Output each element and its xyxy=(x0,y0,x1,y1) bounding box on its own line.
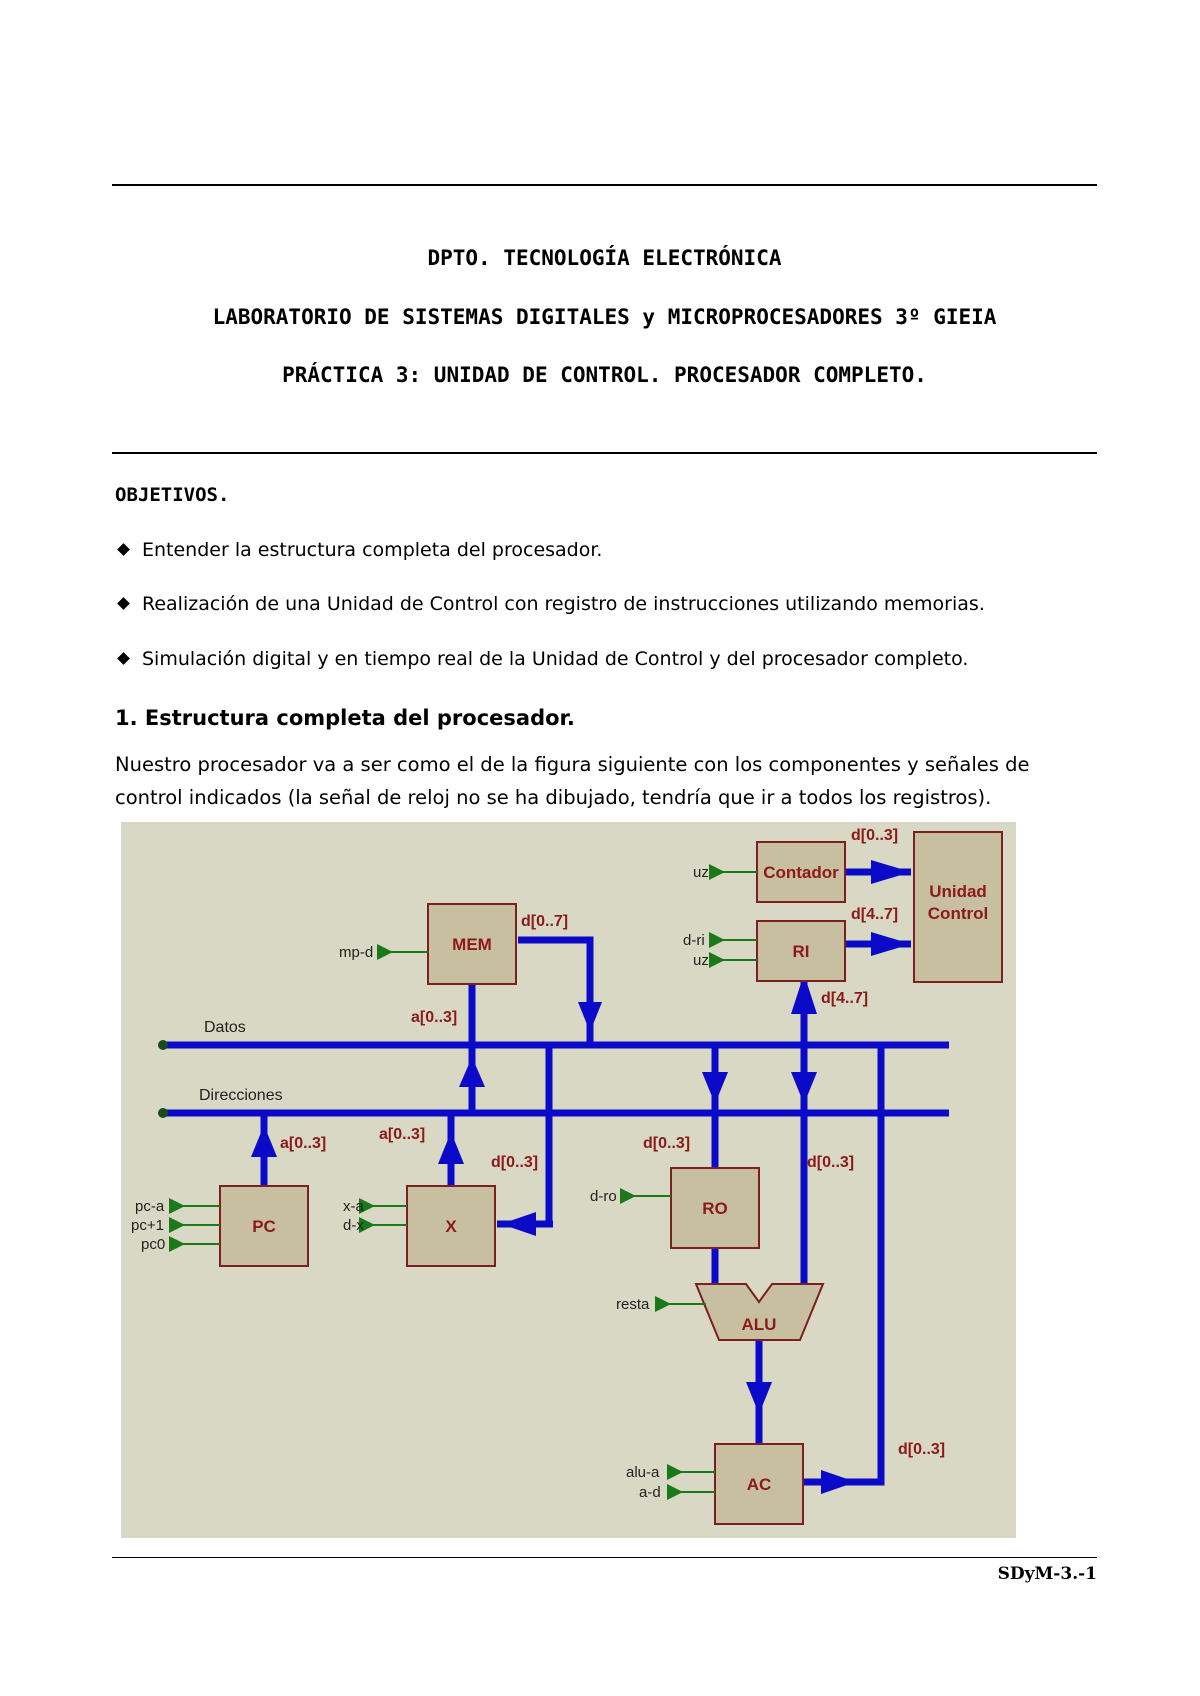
pc-label: PC xyxy=(252,1217,276,1236)
signal-resta: resta xyxy=(616,1296,650,1313)
ro-block xyxy=(670,1167,760,1249)
signal-d-ro: d-ro xyxy=(590,1188,617,1205)
objective-text: Realización de una Unidad de Control con… xyxy=(142,593,985,615)
objectives-title: OBJETIVOS. xyxy=(115,484,230,506)
ac-block xyxy=(714,1443,804,1525)
ro-label: RO xyxy=(702,1199,728,1218)
mem-address-arrow xyxy=(459,1057,485,1087)
x-output-arrow xyxy=(438,1132,464,1164)
signal-uz-top: uz xyxy=(693,864,709,881)
x-label: X xyxy=(445,1217,457,1236)
signal-alu-a: alu-a xyxy=(626,1464,660,1481)
signal-pc-a: pc-a xyxy=(135,1198,165,1215)
alu-output-arrow xyxy=(746,1382,772,1414)
pc-output-arrow xyxy=(251,1125,277,1157)
ri-output-arrow xyxy=(871,932,911,956)
bullet-diamond-icon xyxy=(117,596,130,610)
ac-output-label: d[0..3] xyxy=(898,1441,945,1458)
bullet-diamond-icon xyxy=(117,651,130,665)
paragraph-line: Nuestro procesador va a ser como el de l… xyxy=(115,753,1030,776)
signal-mp-d: mp-d xyxy=(339,944,373,961)
mem-output-label: d[0..7] xyxy=(521,913,568,930)
unidad-control-label-1: Unidad xyxy=(929,882,987,901)
data-bus-end-dot xyxy=(158,1040,168,1050)
mem-output-arrow xyxy=(578,1002,602,1032)
address-bus-end-dot xyxy=(158,1108,168,1118)
signal-d-x: d-x xyxy=(343,1217,364,1234)
x-block xyxy=(406,1185,496,1267)
signal-d-ri: d-ri xyxy=(683,932,705,949)
x-input-arrow xyxy=(501,1212,536,1236)
objective-item: Realización de una Unidad de Control con… xyxy=(117,593,985,615)
ro-input-label: d[0..3] xyxy=(643,1135,690,1152)
ro-input-arrow xyxy=(702,1072,728,1104)
pc-block xyxy=(219,1185,309,1267)
counter-output-label: d[0..3] xyxy=(851,827,898,844)
ri-block xyxy=(756,920,846,982)
top-rule xyxy=(112,184,1097,186)
ri-input-label: d[4..7] xyxy=(821,990,868,1007)
processor-diagram: Datos Direcciones d[0..3] d[4..7] d[4..7… xyxy=(121,822,1016,1538)
bullet-diamond-icon xyxy=(117,542,130,556)
counter-output-arrow xyxy=(871,860,911,884)
processor-diagram-svg: Datos Direcciones d[0..3] d[4..7] d[4..7… xyxy=(131,827,1003,1525)
ri-output-label: d[4..7] xyxy=(851,906,898,923)
alu-b-input-arrow xyxy=(791,1072,817,1104)
footer-rule xyxy=(112,1557,1097,1558)
x-input-label: d[0..3] xyxy=(491,1154,538,1171)
signal-pc-inc: pc+1 xyxy=(131,1217,164,1234)
pc-output-label: a[0..3] xyxy=(280,1135,326,1152)
ri-label: RI xyxy=(793,942,810,961)
unidad-control-label-2: Control xyxy=(928,904,988,923)
signal-uz-ri: uz xyxy=(693,952,709,969)
section-title: 1. Estructura completa del procesador. xyxy=(115,706,575,730)
objective-item: Simulación digital y en tiempo real de l… xyxy=(117,648,968,670)
alu-b-input-label: d[0..3] xyxy=(807,1154,854,1171)
signal-pc0: pc0 xyxy=(141,1236,165,1253)
mem-label: MEM xyxy=(452,935,492,954)
header-practice: PRÁCTICA 3: UNIDAD DE CONTROL. PROCESADO… xyxy=(282,363,927,387)
ac-output-arrow xyxy=(821,1470,856,1494)
header-bottom-rule xyxy=(112,452,1097,454)
mem-output-bus xyxy=(518,936,594,1045)
header-dept: DPTO. TECNOLOGÍA ELECTRÓNICA xyxy=(427,246,782,270)
alu-label: ALU xyxy=(742,1315,777,1334)
unidad-control-block xyxy=(913,831,1003,983)
data-bus-label: Datos xyxy=(204,1019,246,1036)
address-bus-label: Direcciones xyxy=(199,1087,283,1104)
contador-label: Contador xyxy=(763,863,839,882)
signal-x-a: x-a xyxy=(343,1198,364,1215)
mem-block xyxy=(427,903,517,985)
objective-text: Simulación digital y en tiempo real de l… xyxy=(142,648,969,670)
ri-input-arrow xyxy=(791,974,817,1014)
alu-block xyxy=(694,1283,825,1341)
signal-a-d: a-d xyxy=(639,1484,661,1501)
mem-address-label: a[0..3] xyxy=(411,1009,457,1026)
x-output-label: a[0..3] xyxy=(379,1126,425,1143)
section-paragraph: Nuestro procesador va a ser como el de l… xyxy=(115,748,1100,814)
header-lab: LABORATORIO DE SISTEMAS DIGITALES y MICR… xyxy=(212,305,997,329)
paragraph-line: control indicados (la señal de reloj no … xyxy=(115,786,992,809)
page-number: SDyM-3.-1 xyxy=(997,1564,1097,1584)
objective-item: Entender la estructura completa del proc… xyxy=(117,539,602,561)
objective-text: Entender la estructura completa del proc… xyxy=(142,539,603,561)
ac-label: AC xyxy=(747,1475,772,1494)
x-input-bus xyxy=(497,1045,553,1228)
